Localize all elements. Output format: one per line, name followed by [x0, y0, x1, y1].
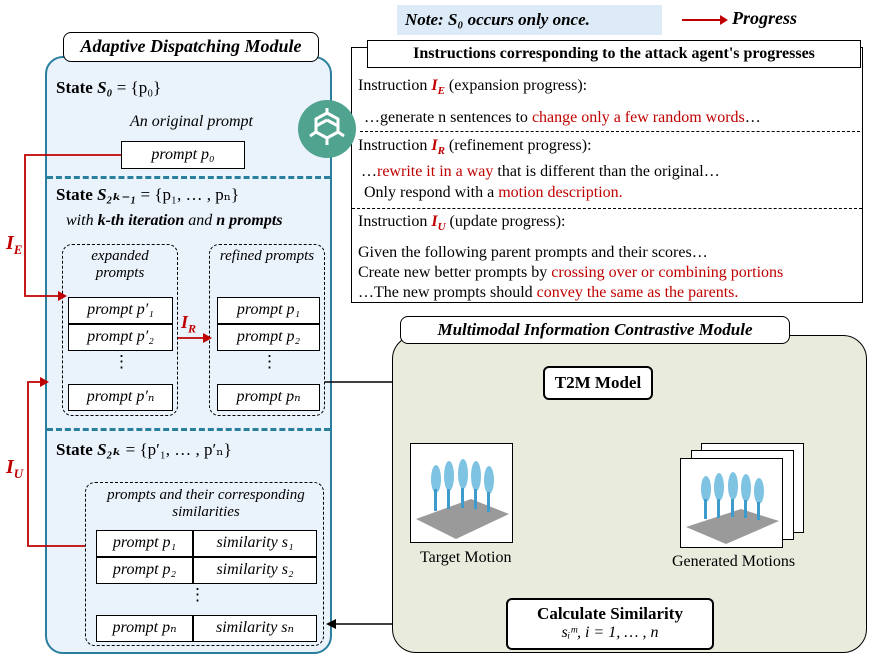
- instructions-panel: [351, 47, 863, 303]
- sim-ellipsis: ⋮: [189, 585, 206, 604]
- expanded-prompt-2: prompt p′₂: [68, 324, 173, 351]
- calculate-similarity-box: Calculate Similarity sᵢᵐ, i = 1, … , n: [506, 598, 714, 650]
- sim-row-n-score: similarity sₙ: [193, 615, 317, 642]
- original-prompt-box: prompt p₀: [121, 141, 245, 169]
- similarity-group-title: prompts and their corresponding similari…: [107, 487, 305, 520]
- sim-row-1-score: similarity s₁: [193, 530, 317, 557]
- state-s0-heading: State S₀ = {p₀}: [56, 78, 162, 97]
- legend-progress-label: Progress: [732, 8, 798, 28]
- instructions-title: Instructions corresponding to the attack…: [367, 40, 861, 68]
- generated-motions-label: Generated Motions: [672, 553, 796, 570]
- similarity-group: [85, 482, 324, 646]
- arrow-label-ie: IE: [6, 232, 23, 257]
- motion-figures-image: [416, 459, 509, 539]
- sim-row-2-score: similarity s₂: [193, 557, 317, 584]
- refined-prompt-1: prompt p₁: [217, 297, 320, 324]
- progress-arrow-icon: [682, 15, 728, 25]
- instr-u-text-2: Create new better prompts by crossing ov…: [358, 264, 784, 281]
- arrow-label-iu: IU: [6, 456, 24, 481]
- sim-row-2-prompt: prompt p₂: [96, 557, 193, 584]
- instr-e-heading: Instruction IE (expansion progress):: [358, 77, 588, 98]
- instr-r-text-2: Only respond with a motion description.: [364, 184, 623, 201]
- refined-prompt-n: prompt pₙ: [217, 384, 320, 411]
- adm-title: Adaptive Dispatching Module: [63, 32, 319, 62]
- instr-r-heading: Instruction IR (refinement progress):: [358, 137, 592, 158]
- instr-divider-2: [352, 208, 862, 209]
- state-s2k-1-desc: with k-th iteration and n prompts: [66, 212, 283, 229]
- t2m-model-box: T2M Model: [543, 366, 653, 400]
- note-banner: Note: S₀ occurs only once.: [397, 5, 662, 35]
- target-motion-image: [410, 443, 513, 543]
- state-s2k-1-heading: State S₂ₖ₋₁ = {p₁, … , pₙ}: [56, 185, 240, 204]
- generated-figures-icon: [686, 472, 779, 544]
- expanded-ellipsis: ⋮: [113, 352, 130, 371]
- expanded-prompt-1: prompt p′₁: [68, 297, 173, 324]
- refined-prompts-title: refined prompts: [219, 248, 315, 264]
- arrow-label-ir: IR: [181, 312, 197, 336]
- sim-row-1-prompt: prompt p₁: [96, 530, 193, 557]
- sim-row-n-prompt: prompt pₙ: [96, 615, 193, 642]
- instr-r-text-1: …rewrite it in a way that is different t…: [361, 163, 720, 180]
- refined-ellipsis: ⋮: [261, 352, 278, 371]
- refined-prompts-group: [209, 244, 325, 416]
- expanded-prompts-title: expanded prompts: [91, 248, 149, 281]
- instr-e-text: …generate n sentences to change only a f…: [364, 109, 761, 126]
- instr-u-heading: Instruction IU (update progress):: [358, 213, 566, 234]
- instr-divider-1: [360, 131, 860, 132]
- openai-logo-icon: [298, 100, 356, 158]
- state-separator-1: [47, 176, 330, 179]
- mic-title: Multimodal Information Contrastive Modul…: [400, 316, 790, 344]
- state-separator-2: [47, 428, 330, 431]
- calc-formula: sᵢᵐ, i = 1, … , n: [561, 624, 659, 641]
- expanded-prompt-n: prompt p′ₙ: [68, 384, 173, 411]
- instr-u-text-1: Given the following parent prompts and t…: [358, 244, 708, 261]
- expanded-prompts-group: [62, 244, 178, 416]
- refined-prompt-2: prompt p₂: [217, 324, 320, 351]
- calc-title: Calculate Similarity: [537, 604, 683, 623]
- instr-u-text-3: …The new prompts should convey the same …: [358, 284, 739, 301]
- generated-motion-image: [680, 458, 783, 548]
- state-s0-desc: An original prompt: [130, 113, 253, 130]
- state-s2k-heading: State S₂ₖ = {p′₁, … , p′ₙ}: [56, 440, 232, 459]
- target-motion-label: Target Motion: [420, 549, 512, 566]
